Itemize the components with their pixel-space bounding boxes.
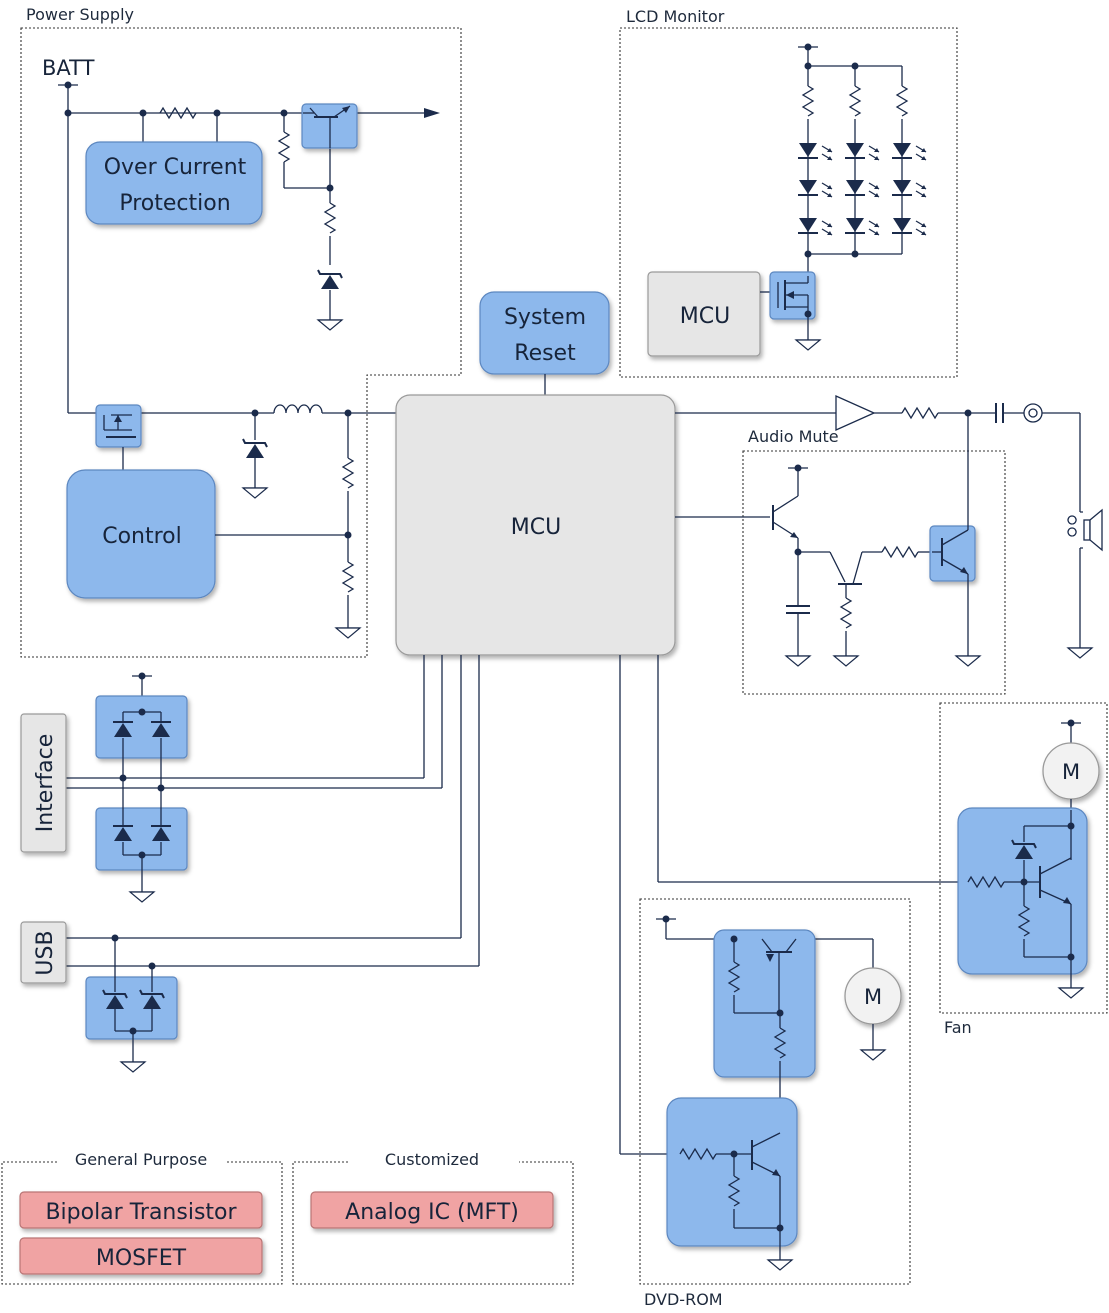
audio-resistor-icon	[901, 406, 939, 420]
general-purpose-label: General Purpose	[75, 1150, 207, 1169]
fan-motor-label: M	[1062, 760, 1080, 784]
usb-label: USB	[33, 930, 58, 975]
usb-esd	[85, 976, 178, 1040]
lcd-mcu-label: MCU	[680, 304, 730, 329]
lcd-monitor-group	[619, 27, 958, 378]
speaker-icon	[1067, 508, 1103, 552]
audio-mute-group	[742, 450, 1006, 695]
sense-resistor-icon	[159, 106, 197, 120]
control-block	[66, 469, 216, 599]
dvd-rom-group	[639, 898, 911, 1285]
interface-protection: Interface	[20, 655, 443, 903]
bias-resistor-icon	[277, 131, 291, 163]
power-supply-group	[20, 27, 462, 658]
divider-resistor-bottom-icon	[341, 561, 355, 593]
mute-transistor	[929, 525, 976, 582]
output-arrow-icon	[424, 108, 440, 118]
led-resistor-3-icon	[895, 85, 909, 117]
dvd-rom-circuit: M	[619, 655, 902, 1271]
usb-connector	[20, 921, 67, 984]
audio-mute-circuit	[675, 413, 981, 667]
over-current-label: Over Current	[104, 155, 247, 180]
legend-bipolar-transistor	[19, 1191, 263, 1229]
dvd-link-resistor-icon	[773, 1027, 787, 1059]
interface-connector	[20, 713, 67, 853]
batt-label: BATT	[42, 56, 95, 80]
bipolar-transistor-icon	[932, 529, 969, 575]
backlight-led-array	[797, 142, 927, 236]
main-mcu-block	[395, 394, 676, 656]
dvd-base-resistor-icon	[679, 1147, 717, 1161]
dvd-motor-label: M	[864, 985, 882, 1009]
lcd-monitor-label: LCD Monitor	[626, 7, 725, 26]
resistor-icon	[323, 202, 337, 234]
legend-bipolar-label: Bipolar Transistor	[45, 1200, 237, 1225]
bipolar-transistor-icon	[303, 105, 351, 148]
interface-esd-upper	[95, 695, 188, 759]
legend-mosfet-label: MOSFET	[96, 1246, 187, 1271]
mute-resistor-icon	[839, 597, 853, 629]
fan-pulldown-resistor-icon	[1017, 905, 1031, 937]
reset-label: Reset	[514, 341, 576, 366]
lcd-monitor-circuit: MCU	[647, 42, 927, 357]
legend-analog-ic	[310, 1191, 554, 1229]
usb-zener-2-icon	[139, 989, 165, 1009]
dvd-rom-label: DVD-ROM	[644, 1290, 723, 1309]
zener-diode-icon	[317, 269, 343, 289]
dvd-pulldown-resistor-icon	[727, 1175, 741, 1207]
base-resistor-icon	[881, 545, 919, 559]
inductor-icon	[273, 404, 323, 414]
fan-circuit: M	[657, 655, 1100, 999]
fan-driver-block	[957, 807, 1088, 975]
customized-group	[292, 1161, 574, 1285]
usb-protection: USB	[20, 655, 480, 1073]
audio-mute-label: Audio Mute	[748, 427, 839, 446]
system-label: System	[504, 305, 586, 330]
customized-label: Customized	[385, 1150, 479, 1169]
fan-zener-icon	[1011, 839, 1037, 859]
dvd-driver-lower	[666, 1097, 798, 1247]
audio-output-circuit	[675, 394, 1103, 659]
legend: Bipolar Transistor MOSFET Analog IC (MFT…	[19, 1191, 554, 1275]
interface-label: Interface	[33, 734, 58, 833]
usb-zener-1-icon	[102, 989, 128, 1009]
flyback-zener-icon	[242, 438, 268, 458]
fan-base-resistor-icon	[967, 875, 1005, 889]
protection-label: Protection	[119, 191, 230, 216]
fan-label: Fan	[944, 1018, 972, 1037]
mosfet-icon	[103, 414, 136, 438]
control-label: Control	[102, 524, 182, 549]
dvd-driver-upper	[713, 929, 816, 1078]
general-purpose-group	[1, 1161, 283, 1285]
lcd-mcu-block	[647, 271, 761, 357]
led-resistor-1-icon	[801, 85, 815, 117]
divider-resistor-top-icon	[341, 457, 355, 489]
dvd-upper-resistor-icon	[727, 961, 741, 993]
legend-analog-ic-label: Analog IC (MFT)	[345, 1200, 519, 1225]
power-supply-label: Power Supply	[26, 5, 134, 24]
over-current-protection-block	[85, 141, 263, 225]
fan-group	[939, 702, 1108, 1014]
legend-mosfet	[19, 1237, 263, 1275]
led-resistor-2-icon	[848, 85, 862, 117]
amplifier-icon	[835, 394, 876, 432]
power-supply-circuit: BATT	[42, 56, 440, 639]
main-mcu-label: MCU	[511, 515, 561, 540]
